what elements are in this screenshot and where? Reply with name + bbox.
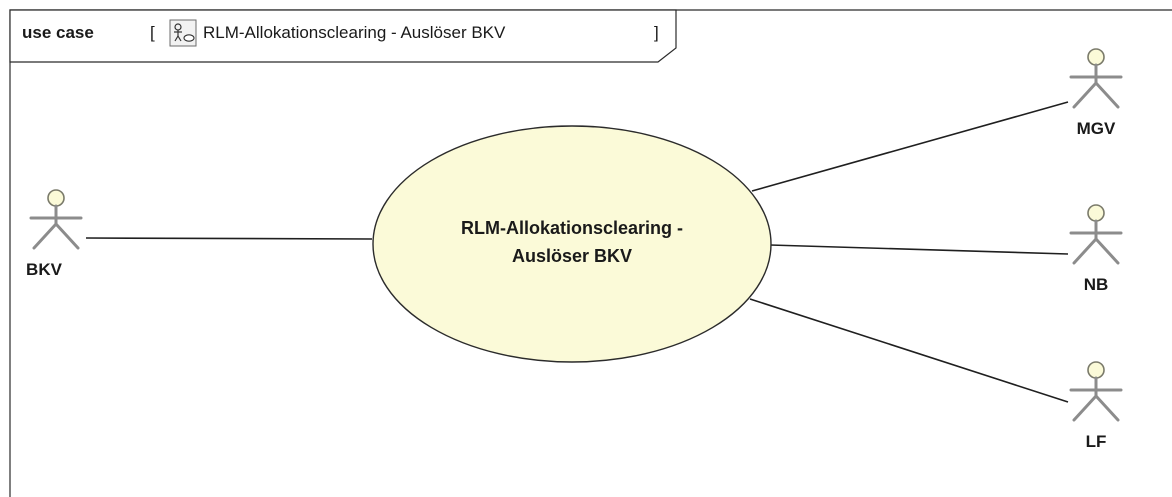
actor-label: BKV — [26, 260, 63, 279]
use-case-name-line1: RLM-Allokationsclearing - — [461, 218, 683, 238]
frame-open-bracket: [ — [150, 23, 155, 42]
use-case-name-line2: Auslöser BKV — [512, 246, 632, 266]
actor-label: LF — [1086, 432, 1107, 451]
association-bkv — [85, 237, 373, 240]
associations — [85, 101, 1069, 403]
use-case-ellipse — [372, 125, 772, 363]
actor-mgv[interactable]: MGV — [1069, 48, 1123, 138]
association-mgv — [751, 101, 1069, 192]
actor-lf[interactable]: LF — [1069, 361, 1123, 451]
diagram-frame: use case [ RLM-Allokationsclearing - Aus… — [9, 9, 1172, 497]
frame-title: RLM-Allokationsclearing - Auslöser BKV — [203, 23, 506, 42]
frame-close-bracket: ] — [654, 23, 659, 42]
actor-label: NB — [1084, 275, 1109, 294]
actor-nb[interactable]: NB — [1069, 204, 1123, 294]
use-case-diagram-icon — [169, 19, 197, 47]
actor-label: MGV — [1077, 119, 1116, 138]
association-lf — [749, 298, 1069, 403]
frame-keyword: use case — [22, 23, 94, 42]
actor-bkv[interactable]: BKV — [26, 189, 83, 279]
association-nb — [769, 244, 1069, 255]
actor-head-icon — [1087, 48, 1105, 66]
actor-head-icon — [1087, 204, 1105, 222]
actor-head-icon — [1087, 361, 1105, 379]
actor-head-icon — [47, 189, 65, 207]
use-case[interactable]: RLM-Allokationsclearing - Auslöser BKV — [372, 125, 772, 363]
